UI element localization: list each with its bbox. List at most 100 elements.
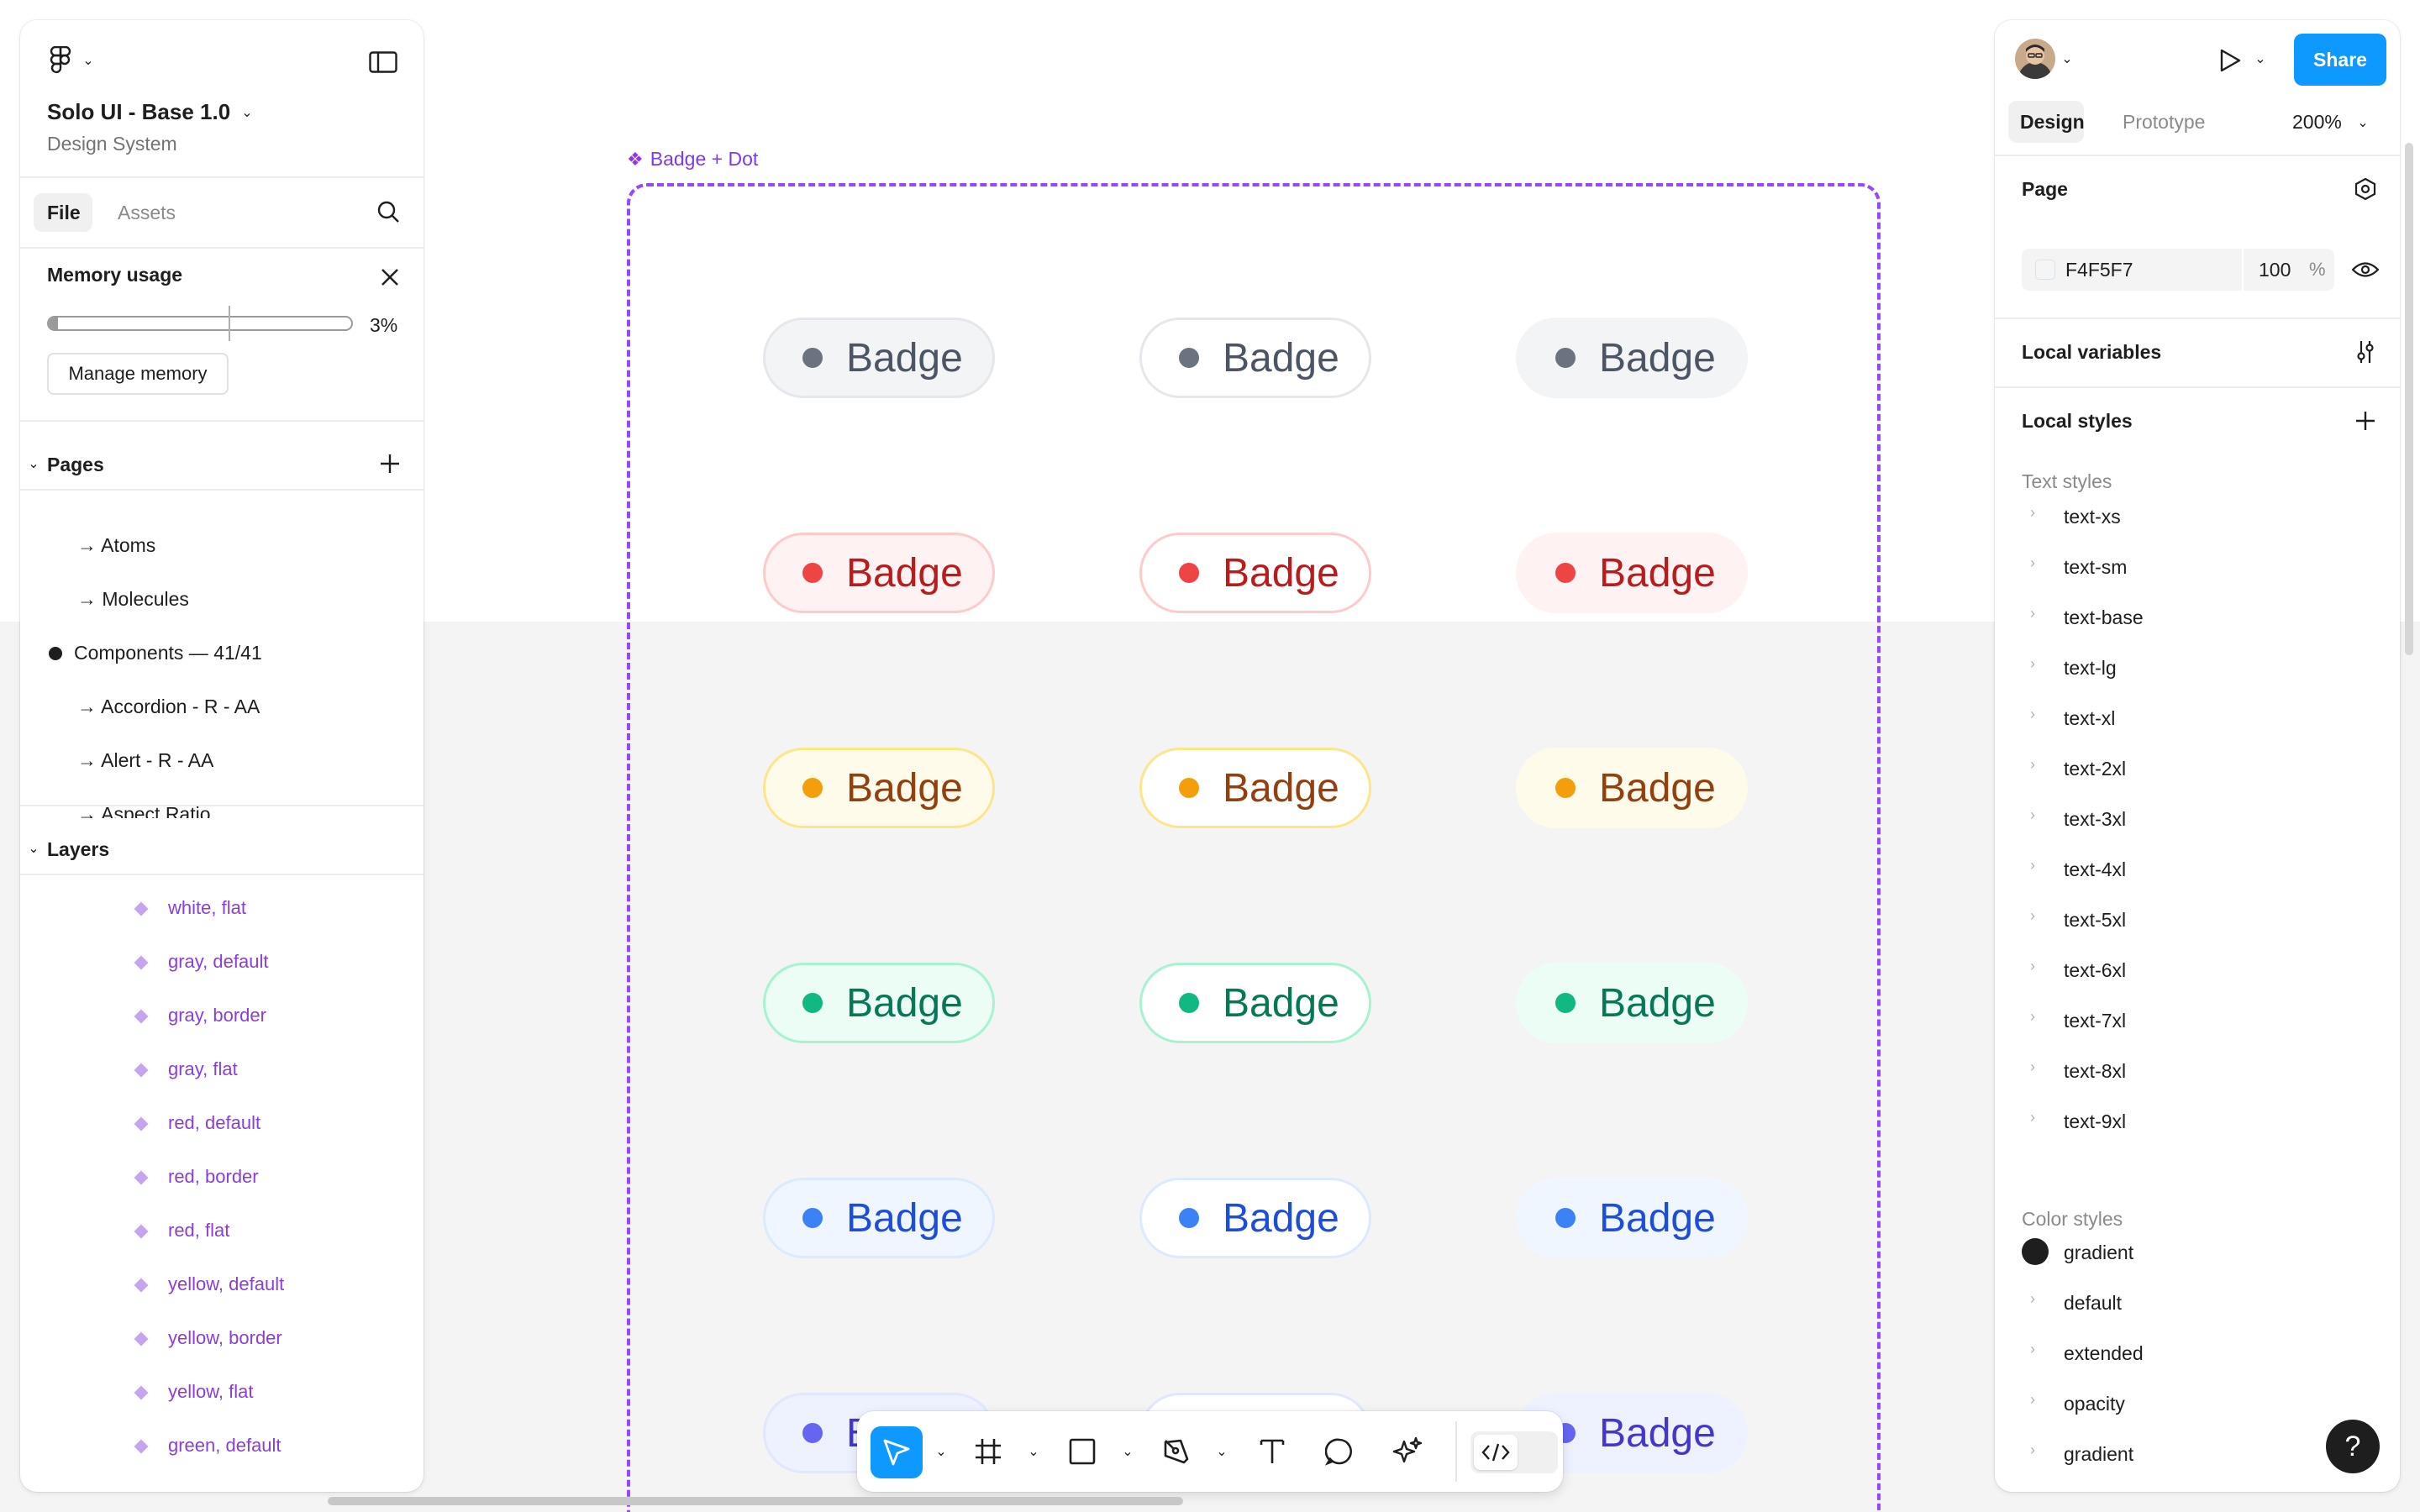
chevron-down-icon[interactable]: ⌄: [1216, 1445, 1228, 1459]
add-style-icon[interactable]: [2351, 407, 2380, 435]
page-opacity[interactable]: 100: [2259, 259, 2291, 281]
manage-memory-button[interactable]: Manage memory: [47, 353, 229, 395]
variables-adjust-icon[interactable]: [2351, 338, 2380, 366]
share-button[interactable]: Share: [2294, 34, 2386, 86]
layer-item[interactable]: gray, default: [168, 951, 269, 972]
frame-tool-icon[interactable]: [971, 1435, 1005, 1468]
text-style-item[interactable]: text-7xl: [2064, 1010, 2127, 1032]
chevron-right-icon[interactable]: ›: [2030, 958, 2035, 974]
chevron-down-icon[interactable]: ⌄: [1122, 1445, 1134, 1459]
page-item[interactable]: → Aspect Ratio: [77, 803, 211, 818]
badge-yellow-border[interactable]: Badge: [1139, 748, 1371, 828]
layer-item[interactable]: gray, flat: [168, 1058, 238, 1079]
color-style-item[interactable]: default: [2064, 1292, 2123, 1314]
chevron-right-icon[interactable]: ›: [2030, 756, 2035, 773]
page-item[interactable]: → Molecules: [77, 588, 189, 610]
chevron-down-icon[interactable]: ⌄: [28, 842, 39, 856]
tab-design[interactable]: Design: [2020, 111, 2085, 133]
text-style-item[interactable]: text-5xl: [2064, 909, 2127, 931]
badge-red-default[interactable]: Badge: [763, 533, 995, 613]
present-play-icon[interactable]: [2215, 45, 2245, 76]
text-style-item[interactable]: text-sm: [2064, 556, 2128, 578]
text-style-item[interactable]: text-6xl: [2064, 959, 2127, 981]
chevron-down-icon[interactable]: ⌄: [241, 106, 253, 120]
chevron-right-icon[interactable]: ›: [2030, 605, 2035, 622]
layer-item[interactable]: white, flat: [168, 897, 246, 918]
tab-file[interactable]: File: [47, 202, 81, 223]
help-button[interactable]: ?: [2326, 1420, 2380, 1473]
chevron-right-icon[interactable]: ›: [2030, 554, 2035, 571]
eye-icon[interactable]: [2351, 255, 2380, 284]
badge-gray-flat[interactable]: Badge: [1516, 318, 1748, 398]
zoom-level[interactable]: 200%: [2292, 111, 2342, 133]
chevron-right-icon[interactable]: ›: [2030, 1008, 2035, 1025]
badge-dot-frame[interactable]: [627, 183, 1881, 1512]
move-tool-icon[interactable]: [876, 1431, 918, 1473]
chevron-right-icon[interactable]: ›: [2030, 907, 2035, 924]
chevron-right-icon[interactable]: ›: [2030, 857, 2035, 874]
chevron-down-icon[interactable]: ⌄: [2254, 52, 2266, 66]
badge-blue-border[interactable]: Badge: [1139, 1178, 1371, 1258]
badge-red-border[interactable]: Badge: [1139, 533, 1371, 613]
layer-item[interactable]: red, border: [168, 1166, 259, 1187]
badge-yellow-default[interactable]: Badge: [763, 748, 995, 828]
layer-item[interactable]: yellow, border: [168, 1327, 282, 1348]
color-style-item[interactable]: opacity: [2064, 1393, 2125, 1415]
text-style-item[interactable]: text-3xl: [2064, 808, 2127, 830]
styles-library-icon[interactable]: [2351, 175, 2380, 203]
layer-item[interactable]: green, default: [168, 1435, 281, 1456]
badge-yellow-flat[interactable]: Badge: [1516, 748, 1748, 828]
page-color-hex[interactable]: F4F5F7: [2065, 259, 2133, 281]
avatar[interactable]: [2015, 39, 2055, 79]
badge-green-border[interactable]: Badge: [1139, 963, 1371, 1043]
text-style-item[interactable]: text-2xl: [2064, 758, 2127, 780]
chevron-right-icon[interactable]: ›: [2030, 1391, 2035, 1408]
page-color-swatch[interactable]: [2035, 260, 2055, 280]
comment-tool-icon[interactable]: [1323, 1435, 1356, 1468]
text-tool-icon[interactable]: [1255, 1435, 1289, 1468]
badge-gray-border[interactable]: Badge: [1139, 318, 1371, 398]
ai-actions-icon[interactable]: [1390, 1435, 1425, 1468]
chevron-right-icon[interactable]: ›: [2030, 706, 2035, 722]
chevron-down-icon[interactable]: ⌄: [2061, 52, 2073, 66]
color-style-item[interactable]: gradient: [2064, 1242, 2134, 1263]
layer-item[interactable]: yellow, default: [168, 1273, 285, 1294]
chevron-right-icon[interactable]: ›: [2030, 1341, 2035, 1357]
text-style-item[interactable]: text-base: [2064, 606, 2144, 628]
page-color-field[interactable]: F4F5F7 100 %: [2022, 249, 2334, 291]
chevron-right-icon[interactable]: ›: [2030, 1109, 2035, 1126]
badge-blue-flat[interactable]: Badge: [1516, 1178, 1748, 1258]
badge-red-flat[interactable]: Badge: [1516, 533, 1748, 613]
color-swatch[interactable]: [2022, 1238, 2049, 1265]
page-item-current[interactable]: Components — 41/41: [74, 642, 262, 664]
page-item[interactable]: → Alert - R - AA: [77, 749, 214, 771]
chevron-right-icon[interactable]: ›: [2030, 504, 2035, 521]
rectangle-tool-icon[interactable]: [1065, 1435, 1099, 1468]
layer-item[interactable]: gray, border: [168, 1005, 266, 1026]
text-style-item[interactable]: text-8xl: [2064, 1060, 2127, 1082]
pen-tool-icon[interactable]: [1160, 1435, 1193, 1468]
layer-item[interactable]: red, default: [168, 1112, 261, 1133]
chevron-right-icon[interactable]: ›: [2030, 655, 2035, 672]
add-page-icon[interactable]: [376, 450, 403, 477]
layer-item[interactable]: yellow, flat: [168, 1381, 254, 1402]
badge-green-flat[interactable]: Badge: [1516, 963, 1748, 1043]
badge-blue-default[interactable]: Badge: [763, 1178, 995, 1258]
tab-assets[interactable]: Assets: [118, 202, 176, 223]
badge-green-default[interactable]: Badge: [763, 963, 995, 1043]
figma-logo-icon[interactable]: [44, 44, 77, 77]
chevron-down-icon[interactable]: ⌄: [28, 457, 39, 471]
page-item[interactable]: → Accordion - R - AA: [77, 696, 260, 717]
vertical-scrollbar[interactable]: [2405, 143, 2413, 655]
horizontal-scrollbar[interactable]: [328, 1497, 1183, 1505]
text-style-item[interactable]: text-xl: [2064, 707, 2116, 729]
chevron-right-icon[interactable]: ›: [2030, 806, 2035, 823]
chevron-down-icon[interactable]: ⌄: [82, 54, 94, 68]
chevron-down-icon[interactable]: ⌄: [1028, 1445, 1039, 1459]
text-style-item[interactable]: text-lg: [2064, 657, 2117, 679]
code-icon[interactable]: [1477, 1438, 1514, 1467]
text-style-item[interactable]: text-9xl: [2064, 1110, 2127, 1132]
file-name[interactable]: Solo UI - Base 1.0: [47, 99, 231, 124]
text-style-item[interactable]: text-4xl: [2064, 858, 2127, 880]
color-style-item[interactable]: extended: [2064, 1342, 2144, 1364]
